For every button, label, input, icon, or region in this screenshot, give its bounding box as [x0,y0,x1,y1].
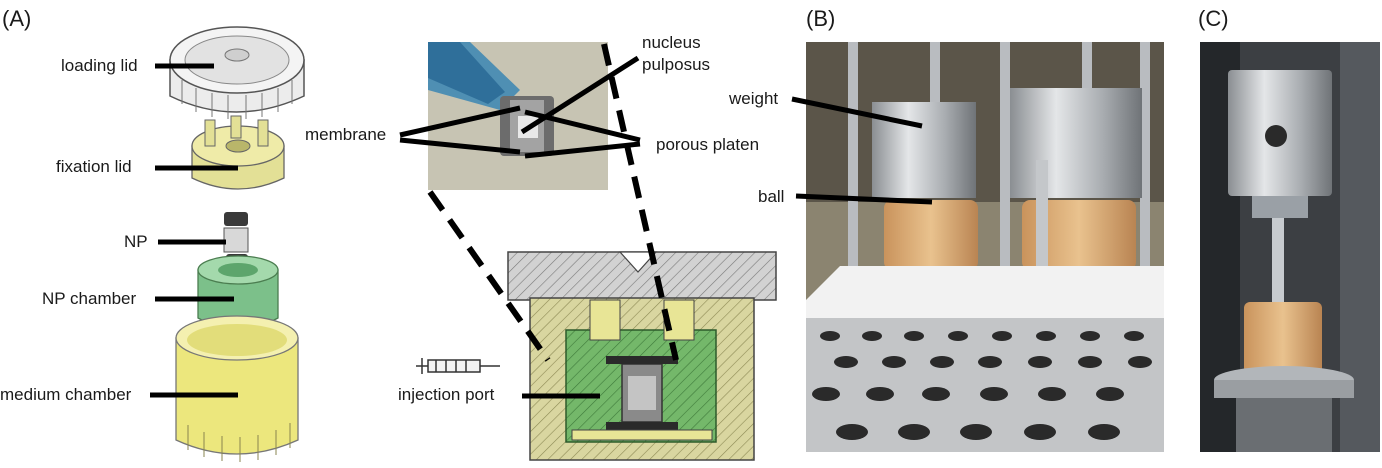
label-nucleus: nucleus [642,33,701,52]
label-np-chamber: NP chamber [42,289,137,308]
leader-nucleus-pulposus [520,55,640,135]
loading-lid-illustration [169,26,305,119]
label-membrane: membrane [305,125,386,144]
weights-photo [806,42,1164,452]
test-machine-photo [1200,42,1380,452]
tray-holes [812,331,1152,440]
label-ball: ball [758,187,784,206]
label-porous-platen: porous platen [656,135,759,154]
dashed-connector-left [427,190,551,362]
fixation-lid-illustration [191,115,285,190]
np-chamber-illustration [197,255,279,330]
dashed-connector-right [601,43,679,361]
label-pulposus: pulposus [642,55,710,74]
syringe-icon [416,358,500,374]
panel-c: (C) [1198,6,1380,452]
membrane-photo [428,42,608,190]
label-injection-port: injection port [398,385,495,404]
label-loading-lid: loading lid [61,56,138,75]
label-np: NP [124,232,148,251]
medium-chamber-illustration [175,315,299,462]
cross-section-illustration [507,251,777,461]
panel-a-detail: nucleus pulposus membrane porous platen … [305,33,777,461]
label-medium-chamber: medium chamber [0,385,132,404]
leader-ball [795,193,933,205]
label-fixation-lid: fixation lid [56,157,132,176]
label-weight: weight [728,89,778,108]
leader-membrane-lower [399,137,521,155]
panel-label-a: (A) [2,6,31,31]
panel-label-b: (B) [806,6,835,31]
panel-a: (A) [0,6,305,462]
leader-porous-platen-upper [524,109,641,143]
leader-porous-platen-lower [524,141,641,159]
leader-weight [791,96,923,129]
panel-b: (B) [728,6,1164,452]
panel-label-c: (C) [1198,6,1229,31]
leader-membrane-upper [399,105,521,138]
